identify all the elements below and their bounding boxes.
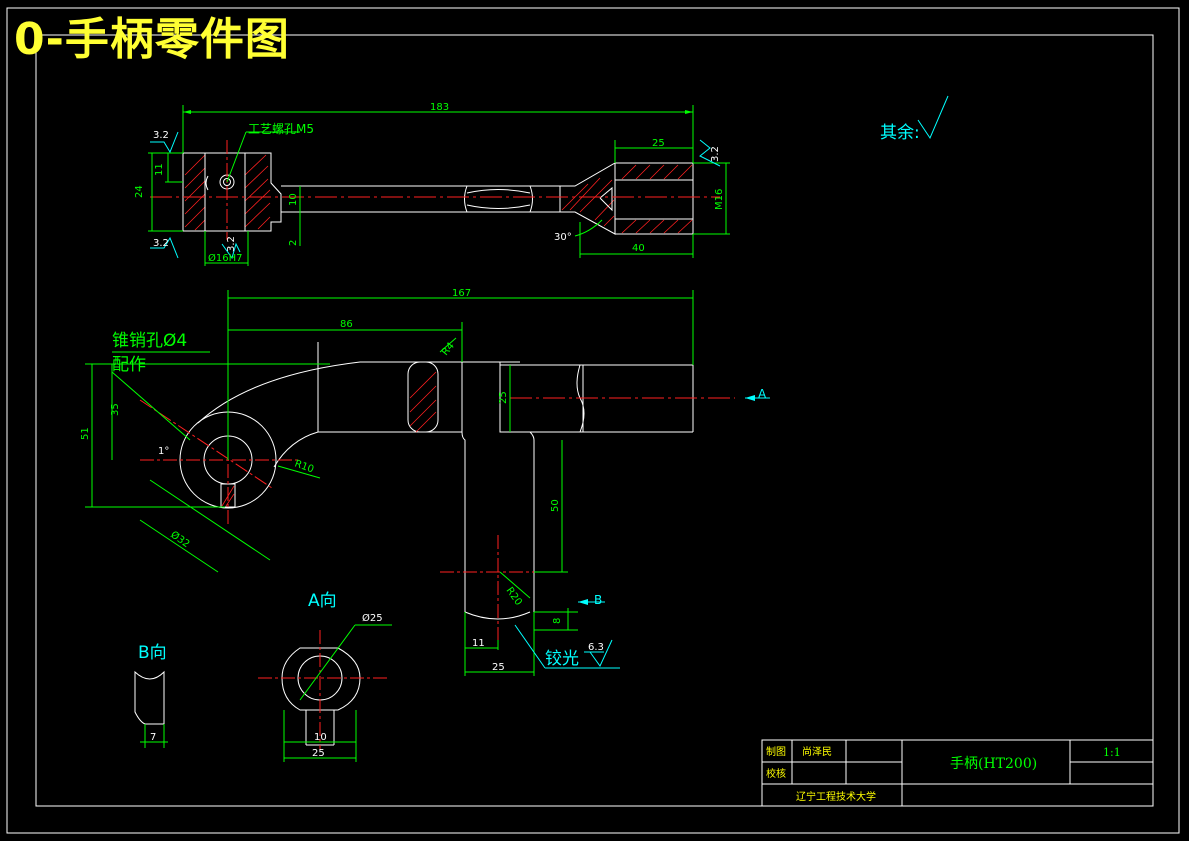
dim-1deg: 1° (158, 446, 169, 457)
note-remaining-roughness: 其余: (880, 123, 920, 143)
dim-16h7: Ø16H7 (208, 252, 242, 264)
inner-frame (35, 34, 1154, 807)
dim-35: 35 (110, 403, 121, 416)
note-ream: 铰光 (545, 649, 579, 669)
dim-183: 183 (430, 102, 449, 113)
top-hub-outline (182, 152, 282, 232)
note-taper-pin: 锥销孔Ø4 (112, 331, 187, 351)
tb-drawn-name: 尚泽民 (802, 745, 832, 758)
label-view-b: B向 (138, 643, 167, 663)
hub-hatch (184, 154, 271, 231)
dim-11-low: 11 (472, 638, 485, 649)
view-a-outline (281, 647, 361, 711)
dim-86: 86 (340, 319, 353, 330)
dim-10-a: 10 (314, 732, 327, 743)
dim-11: 11 (154, 163, 165, 176)
arrow-label-a: A (758, 387, 767, 401)
tb-part-name: 手柄(HT200) (950, 756, 1037, 772)
note-match-work: 配作 (112, 355, 146, 375)
dim-25-dia: Ø25 (362, 612, 383, 624)
label-view-a: A向 (308, 591, 337, 611)
tb-scale: 1:1 (1103, 746, 1121, 759)
roughness-6.3: 6.3 (588, 642, 604, 653)
dim-10: 10 (288, 193, 299, 206)
dim-r20: R20 (504, 585, 524, 607)
dim-25-top: 25 (652, 138, 665, 149)
dim-25-mid: 25 (498, 391, 509, 404)
dim-2: 2 (288, 240, 299, 246)
note-process-hole: 工艺螺孔M5 (248, 122, 314, 136)
dim-24: 24 (134, 185, 145, 198)
tb-school: 辽宁工程技术大学 (796, 790, 876, 803)
front-oval-section (407, 361, 439, 433)
tb-drawn-label: 制图 (766, 745, 786, 758)
dim-25-low: 25 (492, 662, 505, 673)
dim-m16: M16 (714, 189, 725, 210)
dim-167: 167 (452, 288, 471, 299)
view-b-outline (134, 670, 165, 725)
title-block (761, 739, 1154, 807)
remaining-roughness-symbol (917, 95, 949, 140)
view-a (258, 624, 392, 762)
view-b (134, 670, 168, 748)
dim-25-a: 25 (312, 748, 325, 759)
roughness-3.2-b: 3.2 (153, 238, 169, 249)
roughness-3.2-c: 3.2 (226, 236, 237, 252)
dim-7: 7 (150, 732, 156, 743)
dim-30deg: 30° (554, 232, 572, 243)
dim-40: 40 (632, 243, 645, 254)
front-view (85, 290, 770, 676)
arrow-label-b: B (594, 593, 602, 607)
roughness-3.2-a: 3.2 (153, 130, 169, 141)
dim-8: 8 (552, 618, 563, 624)
tb-check-label: 校核 (766, 767, 786, 780)
arm-upper-edge (197, 361, 462, 424)
arm-lower-edge (273, 431, 462, 468)
roughness-3.2-d: 3.2 (710, 146, 721, 162)
dim-51: 51 (80, 427, 91, 440)
page-title: 0-手柄零件图 (14, 14, 290, 65)
dim-50: 50 (550, 499, 561, 512)
top-view (148, 105, 730, 266)
outer-frame (6, 7, 1180, 834)
threaded-socket (614, 162, 694, 235)
dim-r4: R4 (440, 341, 457, 358)
